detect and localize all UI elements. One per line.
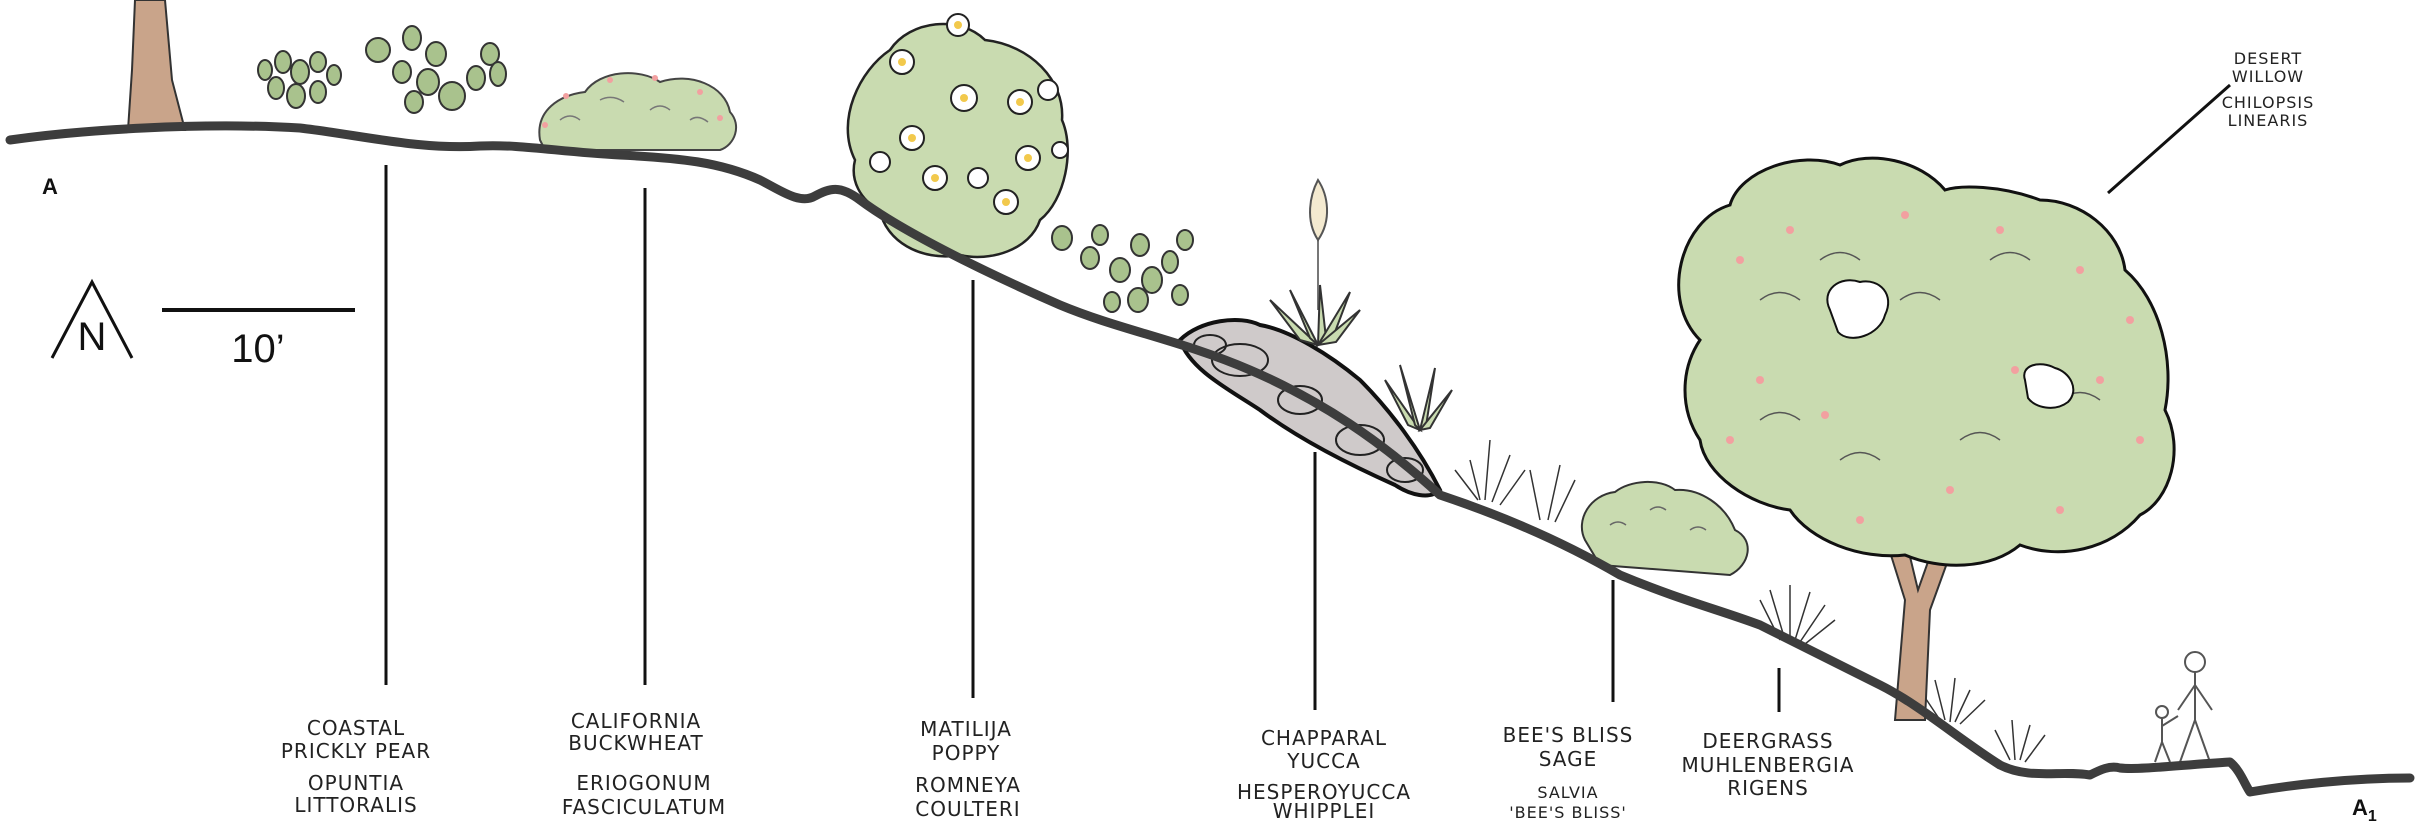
label-sage-sci-2: 'BEE'S BLISS' (1509, 803, 1627, 822)
label-yucca: CHAPPARAL YUCCA HESPEROYUCCA WHIPPLEI (1237, 726, 1411, 822)
label-deergrass-sci-2: RIGENS (1727, 776, 1809, 800)
label-matilija-sci-1: ROMNEYA (915, 773, 1021, 797)
deergrass-illustration (1759, 585, 2046, 763)
label-prickly-pear: COASTAL PRICKLY PEAR OPUNTIA LITTORALIS (281, 716, 431, 817)
leader-lines (384, 165, 1781, 712)
section-end-marker: A1 (2352, 795, 2377, 822)
label-sage-common-2: SAGE (1539, 747, 1598, 771)
section-end-marker-subscript: 1 (2368, 808, 2377, 822)
label-buckwheat-common-1: CALIFORNIA (571, 709, 701, 733)
label-yucca-sci-1: HESPEROYUCCA (1237, 780, 1411, 804)
buckwheat-illustration (538, 72, 738, 151)
label-deergrass-sci-1: MUHLENBERGIA (1681, 753, 1854, 777)
label-willow-sci-2: LINEARIS (2228, 111, 2309, 130)
section-end-marker-letter: A (2352, 795, 2368, 820)
scale-bar-label: 10’ (231, 327, 284, 371)
scale-bar: 10’ (162, 308, 355, 371)
label-prickly-pear-sci-2: LITTORALIS (294, 793, 417, 817)
leader-willow-line (2107, 83, 2231, 195)
label-matilija-common-2: POPPY (932, 741, 1001, 765)
human-scale-figures (2154, 651, 2213, 763)
label-deergrass: DEERGRASS MUHLENBERGIA RIGENS (1681, 729, 1854, 800)
label-willow-common-2: WILLOW (2232, 67, 2304, 86)
label-willow-sci-1: CHILOPSIS (2222, 93, 2315, 112)
label-yucca-sci-2: WHIPPLEI (1273, 799, 1376, 822)
label-prickly-pear-common-1: COASTAL (307, 716, 405, 740)
label-deergrass-common-1: DEERGRASS (1702, 729, 1833, 753)
label-buckwheat-common-2: BUCKWHEAT (568, 731, 704, 755)
label-yucca-common-2: YUCCA (1286, 749, 1360, 773)
edge-tree-trunk (126, 0, 187, 131)
matilija-poppy-illustration (846, 13, 1194, 313)
label-sage-sci-1: SALVIA (1537, 783, 1598, 802)
north-arrow: N (50, 278, 134, 359)
desert-willow-illustration (1677, 156, 2176, 721)
label-buckwheat-sci-1: ERIOGONUM (576, 771, 711, 795)
label-matilija-sci-2: COULTERI (915, 797, 1020, 821)
label-yucca-common-1: CHAPPARAL (1261, 726, 1387, 750)
ground-profile-line (5, 121, 2415, 797)
north-arrow-letter: N (78, 315, 107, 359)
prickly-pear-illustration (257, 25, 507, 114)
label-buckwheat-sci-2: FASCICULATUM (562, 795, 726, 819)
label-sage-common-1: BEE'S BLISS (1503, 723, 1634, 747)
label-prickly-pear-sci-1: OPUNTIA (308, 771, 404, 795)
bees-bliss-sage-illustration (1454, 439, 1749, 577)
label-willow-common-1: DESERT (2234, 49, 2302, 68)
chaparral-yucca-illustration (1177, 178, 1453, 498)
label-matilija-common-1: MATILIJA (920, 717, 1012, 741)
section-start-marker: A (42, 174, 58, 199)
label-sage: BEE'S BLISS SAGE SALVIA 'BEE'S BLISS' (1503, 723, 1634, 822)
label-prickly-pear-common-2: PRICKLY PEAR (281, 739, 431, 763)
label-buckwheat: CALIFORNIA BUCKWHEAT ERIOGONUM FASCICULA… (562, 709, 726, 819)
label-willow: DESERT WILLOW CHILOPSIS LINEARIS (2222, 49, 2315, 130)
label-matilija: MATILIJA POPPY ROMNEYA COULTERI (915, 717, 1021, 821)
